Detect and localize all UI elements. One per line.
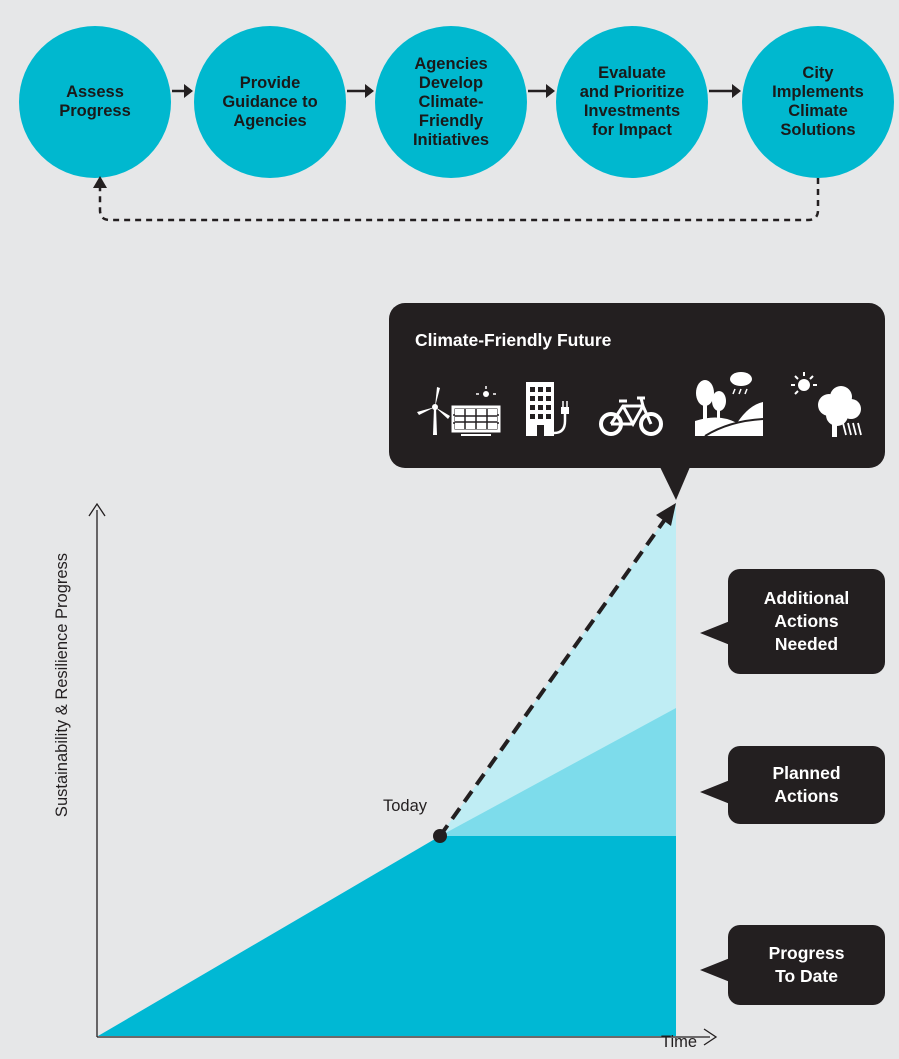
bicycle-icon [599,396,663,436]
process-arrows [93,84,820,222]
callout-additional-actions: Additional Actions Needed [728,569,885,674]
additional-callout-pointer [700,621,730,645]
wind-turbine-solar-panel-icon [417,386,501,436]
callout-planned-actions: Planned Actions [728,746,885,824]
landscape-trees-rain-icon [695,372,764,437]
future-title: Climate-Friendly Future [415,330,612,350]
progress-to-date-area [98,836,676,1036]
projection-arrowhead [656,503,676,526]
future-box-pointer [660,467,690,500]
future-box: Climate-Friendly Future [389,303,885,468]
feedback-loop-line [98,178,820,222]
future-icons [417,372,862,437]
progress-graph [88,467,730,1046]
feedback-loop-arrowhead [93,176,107,188]
arrow-head-3 [546,84,555,98]
x-axis-arrow [703,1028,718,1046]
callout-progress-to-date: Progress To Date [728,925,885,1005]
arrow-head-2 [365,84,374,98]
today-label: Today [383,797,428,815]
arrow-head-1 [184,84,193,98]
y-axis-arrow [88,502,106,517]
electric-building-icon [526,382,569,436]
planned-actions-area [440,708,676,836]
step-city-implements: City Implements Climate Solutions [742,26,894,178]
x-axis-label: Time [661,1033,698,1051]
step-agencies-develop: Agencies Develop Climate- Friendly Initi… [375,26,527,178]
planned-callout-pointer [700,780,730,804]
projection-dashed-line [438,516,668,838]
step-assess-progress: Assess Progress [19,26,171,178]
step-provide-guidance: Provide Guidance to Agencies [194,26,346,178]
sun-tree-rain-icon [791,372,862,437]
step-evaluate-prioritize: Evaluate and Prioritize Investments for … [556,26,708,178]
progress-callout-pointer [700,958,730,982]
y-axis-label: Sustainability & Resilience Progress [53,552,71,818]
today-marker [433,829,447,843]
arrow-head-4 [732,84,741,98]
